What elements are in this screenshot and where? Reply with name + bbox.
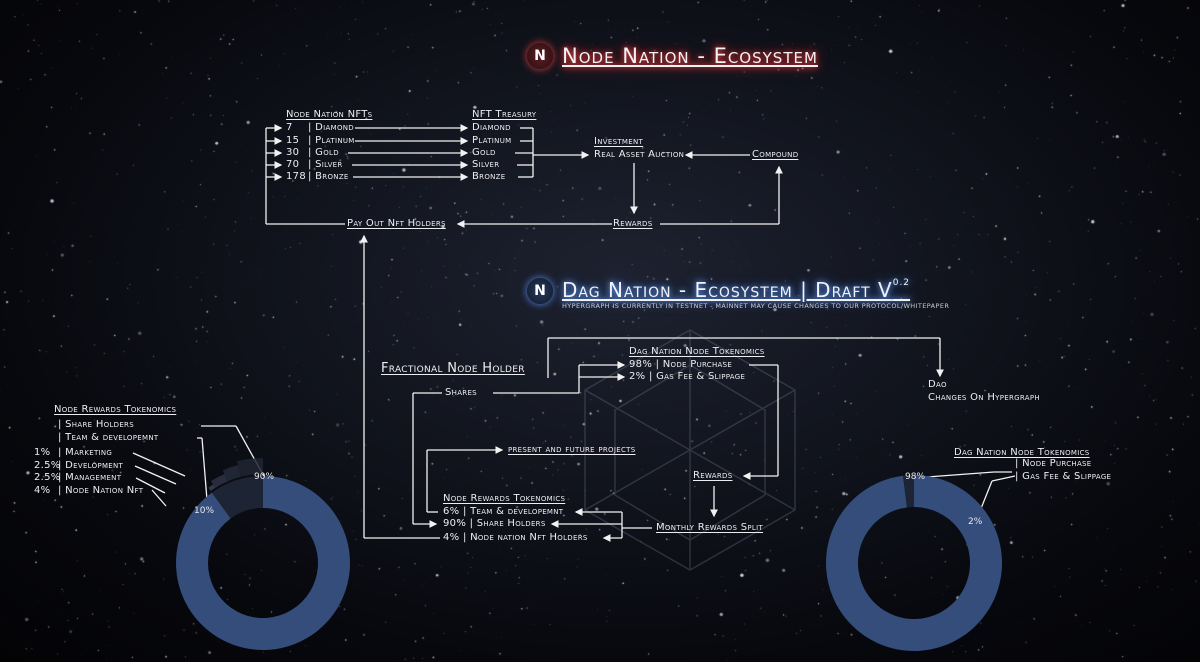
rewards-label: Rewards xyxy=(613,218,653,229)
present-future-projects-label: present and future projects xyxy=(508,444,636,455)
right-legend-label: | Node Purchase xyxy=(1015,458,1092,469)
right-legend-label: | Gas Fee & Slippage xyxy=(1015,471,1112,482)
real-asset-auction-label: Real Asset Auction xyxy=(594,149,685,160)
left-legend-label: | Team & developemnt xyxy=(58,432,159,443)
node-nfts-header: Node Nation NFTs xyxy=(286,109,373,120)
compound-label: Compound xyxy=(752,149,799,160)
treasury-header: NFT Treasury xyxy=(472,109,537,120)
node-rewards-flow-row: 90% | Share Holders xyxy=(443,518,546,529)
right-legend-header: Dag Nation Node Tokenomics xyxy=(954,447,1090,458)
dag-disclaimer: Hypergraph is currently in testnet - mai… xyxy=(562,302,950,310)
nft-row-qty: 7 xyxy=(286,122,293,133)
nft-row-qty: 178 xyxy=(286,171,306,182)
node-rewards-flow-header: Node Rewards Tokenomics xyxy=(443,493,566,504)
donut-subslice-development xyxy=(211,473,228,488)
left-legend-label: | Development xyxy=(58,460,124,471)
nft-row-tier: | Bronze xyxy=(308,171,349,182)
dag-version: 0.2 xyxy=(892,278,911,288)
nft-row-tier: | Silver xyxy=(308,159,343,170)
dag-tokenomics-row: 2% | Gas Fee & Slippage xyxy=(629,371,746,382)
left-legend-pct: 2.5% xyxy=(34,472,61,483)
dag-nation-logo-icon: N xyxy=(527,278,553,304)
donut-subslice-management xyxy=(222,465,241,482)
treasury-row: Bronze xyxy=(472,171,506,182)
node-rewards-flow-row: 6% | Team & developemnt xyxy=(443,506,564,517)
left-legend-pct: 1% xyxy=(34,447,51,458)
left-legend-label: | Share Holders xyxy=(58,419,134,430)
hexagon-watermark xyxy=(584,329,796,571)
treasury-row: Diamond xyxy=(472,122,511,133)
treasury-row: Platinum xyxy=(472,135,512,146)
nft-row-tier: | Diamond xyxy=(308,122,354,133)
donut-slice-node-purchase xyxy=(826,475,1003,652)
nft-row-qty: 30 xyxy=(286,147,300,158)
nft-row-tier: | Platinum xyxy=(308,135,355,146)
monthly-rewards-split-label: Monthly Rewards Split xyxy=(656,522,764,533)
changes-on-hypergraph-label: Changes On Hypergraph xyxy=(928,392,1040,403)
dao-label: Dao xyxy=(928,379,947,390)
donut-slice-team-developemnt xyxy=(211,476,263,519)
donut-label-node-purchase: 98% xyxy=(905,472,926,482)
donut-slice-share-holders xyxy=(175,476,350,650)
node-nation-logo-icon: N xyxy=(527,43,553,69)
dag-tokenomics-header: Dag Nation Node Tokenomics xyxy=(629,346,765,357)
node-rewards-donut xyxy=(175,458,350,650)
treasury-row: Gold xyxy=(472,147,496,158)
rewards-mid-label: Rewards xyxy=(693,470,733,481)
left-legend-label: | Management xyxy=(58,472,122,483)
left-legend-pct: 4% xyxy=(34,485,51,496)
treasury-row: Silver xyxy=(472,159,500,170)
nft-row-qty: 15 xyxy=(286,135,300,146)
node-rewards-flow-row: 4% | Node nation Nft Holders xyxy=(443,532,588,543)
pay-out-label: Pay Out Nft Holders xyxy=(347,218,446,229)
donut-label-share-holders: 90% xyxy=(254,472,275,482)
left-legend-label: | Node Nation Nft xyxy=(58,485,144,496)
dag-nation-title: Dag Nation - Ecosystem | Draft V0.2 xyxy=(562,278,911,302)
fractional-holder-label: Fractional Node Holder xyxy=(381,361,525,376)
donut-label-gas-fee: 2% xyxy=(968,517,983,527)
dag-tokenomics-donut xyxy=(826,475,1003,652)
investment-label: Investment xyxy=(594,136,644,147)
left-legend-label: | Marketing xyxy=(58,447,113,458)
left-legend-header: Node Rewards Tokenomics xyxy=(54,404,177,415)
donut-slice-gas-fee-slippage xyxy=(902,475,914,508)
node-nation-title: Node Nation - Ecosystem xyxy=(562,44,818,68)
shares-label: Shares xyxy=(445,387,477,398)
nft-row-qty: 70 xyxy=(286,159,300,170)
donut-label-team: 10% xyxy=(194,506,215,516)
donut-subslice-marketing xyxy=(208,484,216,491)
donut-subslice-node-nation-nft xyxy=(236,458,263,477)
nft-row-tier: | Gold xyxy=(308,147,339,158)
left-legend-pct: 2.5% xyxy=(34,460,61,471)
dag-tokenomics-row: 98% | Node Purchase xyxy=(629,359,733,370)
